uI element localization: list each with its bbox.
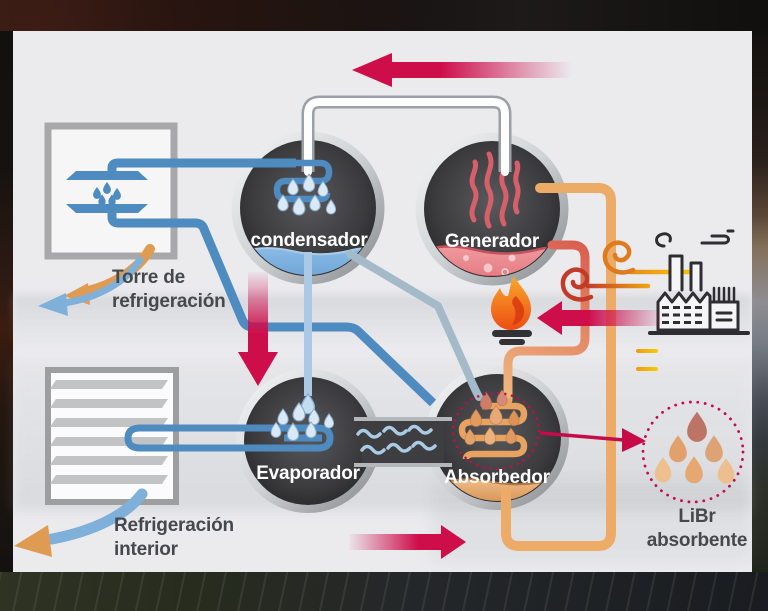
- evaporator-label: Evaporador: [256, 463, 360, 484]
- pipe-hot-solution: [503, 240, 590, 405]
- flame-burner-icon: [491, 276, 532, 345]
- libr-label-line1: LiBr: [678, 506, 716, 527]
- interior-vent-icon: [45, 367, 179, 505]
- generator-vessel: [415, 132, 569, 286]
- interior-cooling-label-line1: Refrigeración: [114, 515, 234, 536]
- flow-arrow-heat-left: [537, 301, 662, 335]
- background-photo-left: [0, 31, 13, 572]
- interior-cooling-label: Refrigeración interior: [114, 514, 234, 562]
- pipe-tower-to-condenser: [107, 158, 296, 172]
- hot-air-swirl-icon: [560, 240, 701, 371]
- flow-arrow-top-left: [352, 53, 572, 87]
- cooling-tower-label-line2: refrigeración: [112, 291, 226, 312]
- flow-arrow-down: [238, 272, 278, 386]
- cooling-tower-label-line1: Torre de: [112, 267, 186, 288]
- pipe-condenser-to-absorber: [346, 250, 483, 401]
- libr-pointer-arrow: [539, 428, 646, 452]
- generator-label: Generador: [444, 231, 540, 252]
- condenser-label: condensador: [250, 230, 368, 251]
- interior-cooling-label-line2: interior: [114, 539, 178, 560]
- vapor-bridge-pipe: [301, 95, 512, 176]
- pipe-tower-to-absorber: [107, 212, 437, 407]
- absorber-highlight-dotted-circle: [451, 391, 541, 471]
- condenser-coil: [273, 159, 333, 203]
- background-photo-right: [752, 31, 768, 572]
- absorber-coil: [458, 398, 528, 460]
- flow-arrow-bottom-right: [349, 525, 466, 559]
- pipe-solution-loop: [501, 183, 616, 551]
- libr-drops-icon: [641, 400, 745, 504]
- absorber-label: Absorbedor: [444, 467, 550, 488]
- cooling-tower-icon: [44, 122, 178, 260]
- factory-icon: [648, 229, 750, 335]
- pipe-chilled-loop: [124, 424, 334, 452]
- background-photo-top: [0, 0, 768, 31]
- libr-label-line2: absorbente: [646, 530, 748, 551]
- vapor-waves-icon: [356, 424, 437, 455]
- tower-exhaust-arrows: [38, 244, 155, 316]
- vent-cool-air-arrow: [14, 488, 148, 557]
- cooling-tower-label: Torre de refrigeración: [112, 266, 226, 314]
- libr-label: LiBr absorbente: [641, 505, 753, 553]
- vapor-connector: [354, 417, 452, 467]
- background-photo-railway: [0, 572, 768, 611]
